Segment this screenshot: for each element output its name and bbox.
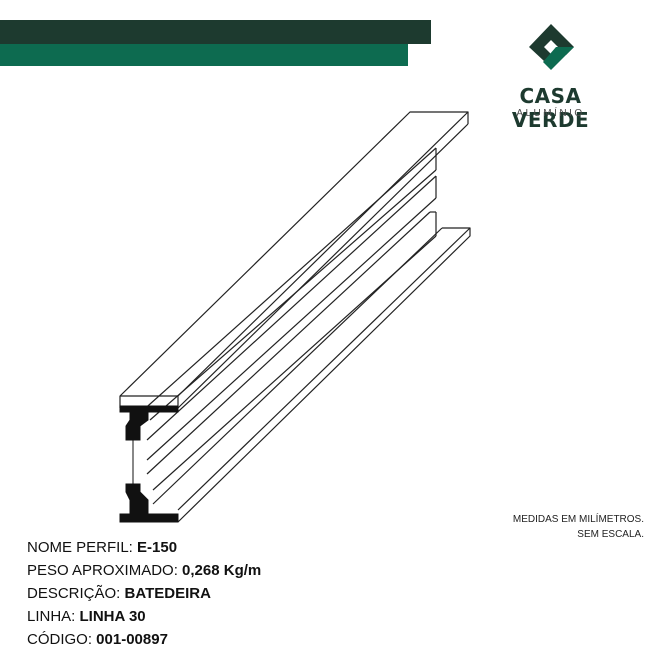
spec-value: LINHA 30	[79, 608, 146, 625]
casa-verde-logo-icon	[529, 24, 574, 70]
header-bar-dark	[0, 20, 431, 44]
brand-subtitle: ALUMÍNIO	[516, 108, 585, 119]
spec-value: 001-00897	[96, 631, 168, 648]
spec-label: LINHA:	[27, 608, 80, 625]
measurement-note: MEDIDAS EM MILÍMETROS. SEM ESCALA.	[513, 512, 644, 542]
spec-value: BATEDEIRA	[124, 585, 211, 602]
header-bar-green	[0, 44, 408, 66]
spec-label: NOME PERFIL:	[27, 539, 138, 556]
spec-row-code: CÓDIGO: 001-00897	[27, 628, 261, 651]
spec-row-weight: PESO APROXIMADO: 0,268 Kg/m	[27, 559, 261, 582]
spec-label: CÓDIGO:	[27, 631, 97, 648]
spec-value: E-150	[137, 539, 178, 556]
brand-name: CASA VERDE	[511, 84, 590, 132]
spec-row-line: LINHA: LINHA 30	[27, 605, 261, 628]
spec-row-name: NOME PERFIL: E-150	[27, 536, 261, 559]
note-line-1: MEDIDAS EM MILÍMETROS.	[512, 514, 644, 525]
spec-value: 0,268 Kg/m	[182, 562, 262, 579]
spec-label: PESO APROXIMADO:	[27, 562, 183, 579]
spec-list: NOME PERFIL: E-150 PESO APROXIMADO: 0,26…	[27, 536, 261, 651]
spec-row-description: DESCRIÇÃO: BATEDEIRA	[27, 582, 261, 605]
spec-label: DESCRIÇÃO:	[27, 585, 125, 602]
note-line-2: SEM ESCALA.	[577, 529, 644, 540]
brand-logo: CASA VERDE ALUMÍNIO	[478, 24, 623, 132]
